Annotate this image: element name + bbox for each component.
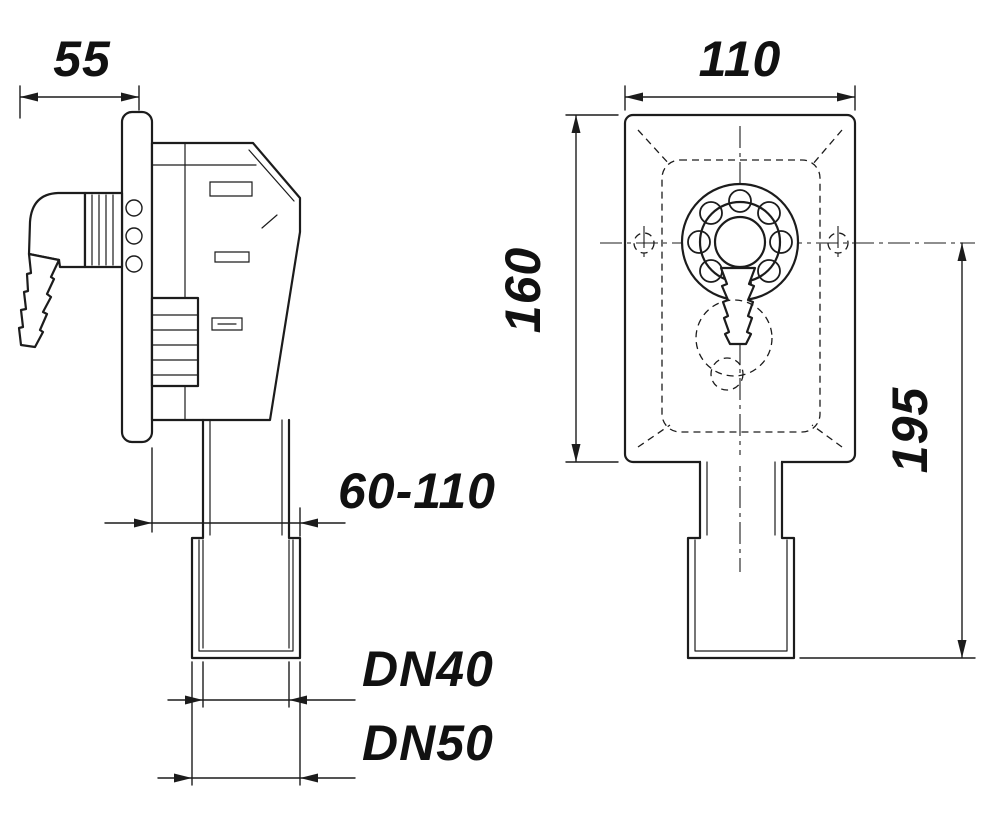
- outlet-pipe-front-walls: [694, 461, 788, 652]
- dimension-160-lines: [565, 114, 619, 463]
- dim-label-60-110: 60-110: [338, 463, 496, 519]
- arrow-right-icon: [837, 92, 855, 102]
- side-view: 55 60-110 DN40 DN50: [17, 31, 496, 786]
- dimension-dn50-lines: [157, 661, 356, 786]
- outlet-pipe-front-outline: [686, 460, 796, 660]
- hidden-trap-circle-small: [710, 357, 744, 391]
- wall-plate: [120, 110, 154, 444]
- outlet-pipe-front: [686, 460, 796, 660]
- arrow-right-icon: [174, 773, 192, 783]
- arrow-left-icon: [300, 518, 318, 528]
- flange: [680, 182, 800, 391]
- union-nut-ribs: [91, 194, 114, 266]
- dimension-55-lines: [19, 85, 140, 119]
- trap-body-details: [151, 142, 295, 421]
- screw-hole-left: [633, 232, 655, 254]
- hidden-trap-circle: [695, 299, 773, 377]
- barbed-hose-tail: [17, 252, 61, 349]
- arrow-down-icon: [571, 444, 581, 462]
- flange-edge-hole: [125, 227, 143, 245]
- dimension-55: 55: [19, 31, 140, 119]
- arrow-up-icon: [571, 115, 581, 133]
- hose-connection: [17, 191, 124, 349]
- front-view: 110 160 195: [495, 31, 976, 660]
- union-nut: [83, 191, 124, 269]
- arrow-left-icon: [300, 773, 318, 783]
- dimension-dn50: DN50: [157, 661, 494, 786]
- lock-nut-ribs: [151, 314, 199, 376]
- dimension-60-110: 60-110: [104, 447, 496, 537]
- dimension-110-lines: [624, 85, 856, 111]
- pipe-opening-mask: [701, 455, 781, 466]
- arrow-right-icon: [134, 518, 152, 528]
- arrow-left-icon: [289, 695, 307, 705]
- flange-edge-hole: [125, 199, 143, 217]
- dim-label-195: 195: [882, 387, 938, 474]
- screw-hole-right: [827, 232, 849, 254]
- dimension-dn40: DN40: [167, 641, 494, 708]
- dimension-195: 195: [799, 242, 976, 659]
- flange-inner-ring: [713, 215, 767, 269]
- recess-dashed-outline: [661, 159, 821, 433]
- dim-label-dn40: DN40: [362, 641, 494, 697]
- dimension-160: 160: [495, 114, 619, 463]
- arrow-down-icon: [957, 640, 967, 658]
- outlet-pipe-outline: [190, 418, 302, 660]
- hose-spigot: [719, 266, 757, 346]
- arrow-left-icon: [625, 92, 643, 102]
- dimension-110: 110: [624, 31, 856, 111]
- dim-label-dn50: DN50: [362, 715, 494, 771]
- arrow-up-icon: [957, 243, 967, 261]
- dim-label-55: 55: [53, 31, 111, 87]
- flange-edge-holes: [125, 199, 143, 273]
- dim-label-110: 110: [699, 31, 782, 87]
- arrow-right-icon: [121, 92, 139, 102]
- lock-nut: [150, 296, 200, 388]
- outlet-pipe-side: [190, 418, 302, 660]
- arrow-left-icon: [20, 92, 38, 102]
- hose-elbow: [27, 191, 87, 269]
- dimension-195-lines: [799, 242, 976, 659]
- dim-label-160: 160: [495, 247, 551, 333]
- flange-edge-hole: [125, 255, 143, 273]
- arrow-right-icon: [185, 695, 203, 705]
- outlet-pipe-walls: [198, 419, 294, 652]
